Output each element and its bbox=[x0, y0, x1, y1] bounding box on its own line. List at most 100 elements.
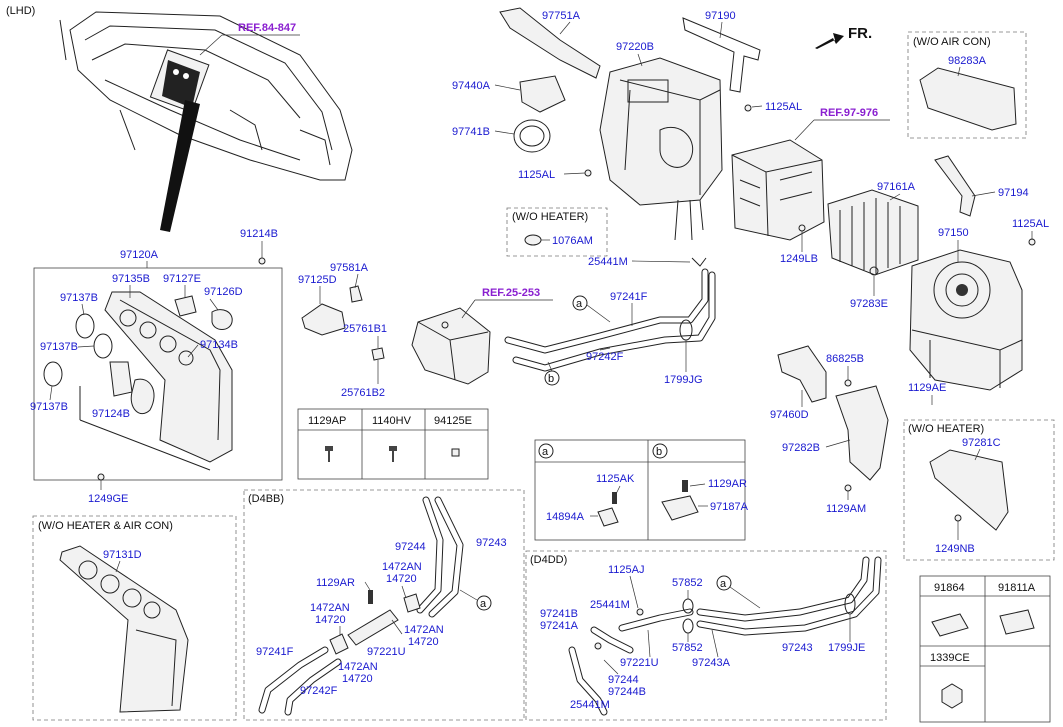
label-97190: 97190 bbox=[705, 10, 736, 22]
d4bb-label-14720-4: 14720 bbox=[342, 673, 373, 685]
bracket-97125D bbox=[301, 285, 385, 361]
d4bb-box bbox=[243, 489, 525, 721]
ab-label-97187A: 97187A bbox=[710, 501, 749, 513]
label-91214B: 91214B bbox=[240, 228, 278, 240]
parts-table: 91864 91811A 1339CE bbox=[919, 575, 1051, 723]
d4dd-title: (D4DD) bbox=[530, 554, 567, 566]
d4dd-box bbox=[525, 550, 887, 721]
label-1076AM: 1076AM bbox=[552, 235, 593, 247]
label-1249NB: 1249NB bbox=[935, 543, 975, 555]
grommet-1339CE-icon bbox=[941, 683, 963, 709]
heater-hoses bbox=[504, 257, 716, 372]
label-97220B: 97220B bbox=[616, 41, 654, 53]
label-1125AL-2: 1125AL bbox=[518, 169, 555, 181]
panel-wo-heater-mid: (W/O HEATER) bbox=[512, 211, 588, 223]
label-97283E: 97283E bbox=[850, 298, 888, 310]
plug-icon bbox=[524, 234, 542, 246]
d4bb-label-97242F: 97242F bbox=[300, 685, 338, 697]
d4dd-label-1125AJ: 1125AJ bbox=[608, 564, 645, 576]
label-98283A: 98283A bbox=[948, 55, 987, 67]
bolt-icon bbox=[389, 446, 397, 462]
ref-box: REF.25-253 bbox=[482, 287, 540, 299]
d4bb-label-1472AN-2: 1472AN bbox=[310, 602, 350, 614]
fastener-header-3: 94125E bbox=[434, 415, 472, 427]
label-1129AM: 1129AM bbox=[826, 503, 866, 515]
ref-dash: REF.84-847 bbox=[238, 22, 296, 34]
duct-97281C bbox=[929, 449, 1009, 531]
d4bb-label-1472AN-1: 1472AN bbox=[382, 561, 422, 573]
control-panel-illustration bbox=[43, 291, 233, 471]
variant-label: (LHD) bbox=[6, 5, 35, 17]
ab-label-1125AK: 1125AK bbox=[596, 473, 635, 485]
d4bb-label-97244: 97244 bbox=[395, 541, 426, 553]
label-86825B: 86825B bbox=[826, 353, 864, 365]
wo-air-con-box bbox=[907, 31, 1027, 139]
label-97124B: 97124B bbox=[92, 408, 130, 420]
clip-91811A-icon bbox=[999, 609, 1035, 635]
ab-label-1129AR: 1129AR bbox=[708, 478, 747, 490]
panel-wo-heater-aircon: (W/O HEATER & AIR CON) bbox=[38, 520, 173, 532]
control-panel-box bbox=[33, 267, 283, 481]
d4bb-label-14720-2: 14720 bbox=[315, 614, 346, 626]
d4bb-label-97221U: 97221U bbox=[367, 646, 406, 658]
fastener-table: 1129AP 1140HV 94125E bbox=[297, 408, 489, 480]
ab-head-b: b bbox=[656, 446, 662, 458]
label-97581A: 97581A bbox=[330, 262, 369, 274]
callout-a: a bbox=[576, 298, 583, 310]
parts-header-2: 91811A bbox=[998, 582, 1036, 594]
label-97281C: 97281C bbox=[962, 437, 1001, 449]
label-97161A: 97161A bbox=[877, 181, 916, 193]
d4dd-label-97244B: 97244B bbox=[608, 686, 646, 698]
label-97150: 97150 bbox=[938, 227, 969, 239]
label-97131D: 97131D bbox=[103, 549, 142, 561]
d4dd-callout-a-circle bbox=[716, 575, 732, 591]
d4dd-label-57852-2: 57852 bbox=[672, 642, 703, 654]
d4bb-label-14720-1: 14720 bbox=[386, 573, 417, 585]
fastener-header-2: 1140HV bbox=[372, 415, 412, 427]
label-1249LB: 1249LB bbox=[780, 253, 818, 265]
d4bb-label-14720-3: 14720 bbox=[408, 636, 439, 648]
label-25761B1: 25761B1 bbox=[343, 323, 387, 335]
d4bb-label-97243: 97243 bbox=[476, 537, 507, 549]
label-25761B2: 25761B2 bbox=[341, 387, 385, 399]
wo-heater-aircon-box bbox=[32, 515, 237, 721]
label-25441M: 25441M bbox=[588, 256, 628, 268]
label-97137B-1: 97137B bbox=[60, 292, 98, 304]
d4dd-label-1799JE: 1799JE bbox=[828, 642, 865, 654]
panel-97131D-illustration bbox=[59, 545, 189, 713]
label-1129AE: 1129AE bbox=[908, 382, 946, 394]
label-97440A: 97440A bbox=[452, 80, 491, 92]
label-97242F: 97242F bbox=[586, 351, 624, 363]
d4dd-label-97221U: 97221U bbox=[620, 657, 659, 669]
bolt-icon bbox=[325, 446, 333, 462]
callout-b: b bbox=[548, 373, 554, 385]
d4dd-label-97243A: 97243A bbox=[692, 657, 731, 669]
d4dd-hoses bbox=[568, 556, 882, 716]
parts-header-1: 91864 bbox=[934, 582, 965, 594]
duct-98283A bbox=[919, 67, 1017, 131]
d4dd-label-97241B: 97241B bbox=[540, 608, 578, 620]
ab-head-a: a bbox=[542, 446, 549, 458]
front-label: FR. bbox=[848, 25, 872, 42]
label-97194: 97194 bbox=[998, 187, 1029, 199]
bracket-91864-icon bbox=[931, 613, 969, 637]
panel-wo-air-con: (W/O AIR CON) bbox=[913, 36, 991, 48]
panel-wo-heater-right: (W/O HEATER) bbox=[908, 423, 984, 435]
label-1799JG: 1799JG bbox=[664, 374, 703, 386]
ab-detail-table: a b 1125AK 14894A 1129AR 97187A bbox=[534, 439, 749, 541]
ref-evap: REF.97-976 bbox=[820, 107, 878, 119]
d4bb-label-97241F: 97241F bbox=[256, 646, 294, 658]
d4dd-label-97243: 97243 bbox=[782, 642, 813, 654]
ab-label-14894A: 14894A bbox=[546, 511, 585, 523]
label-97282B: 97282B bbox=[782, 442, 820, 454]
d4dd-label-25441M-1: 25441M bbox=[590, 599, 630, 611]
front-arrow-icon bbox=[815, 33, 844, 49]
label-1125AL-3: 1125AL bbox=[1012, 218, 1049, 230]
label-1249GE: 1249GE bbox=[88, 493, 128, 505]
dashboard-illustration bbox=[59, 11, 353, 232]
d4dd-callout-a: a bbox=[720, 578, 727, 590]
d4bb-label-1129AR: 1129AR bbox=[316, 577, 355, 589]
d4dd-label-25441M-2: 25441M bbox=[570, 699, 610, 711]
d4bb-title: (D4BB) bbox=[248, 493, 284, 505]
